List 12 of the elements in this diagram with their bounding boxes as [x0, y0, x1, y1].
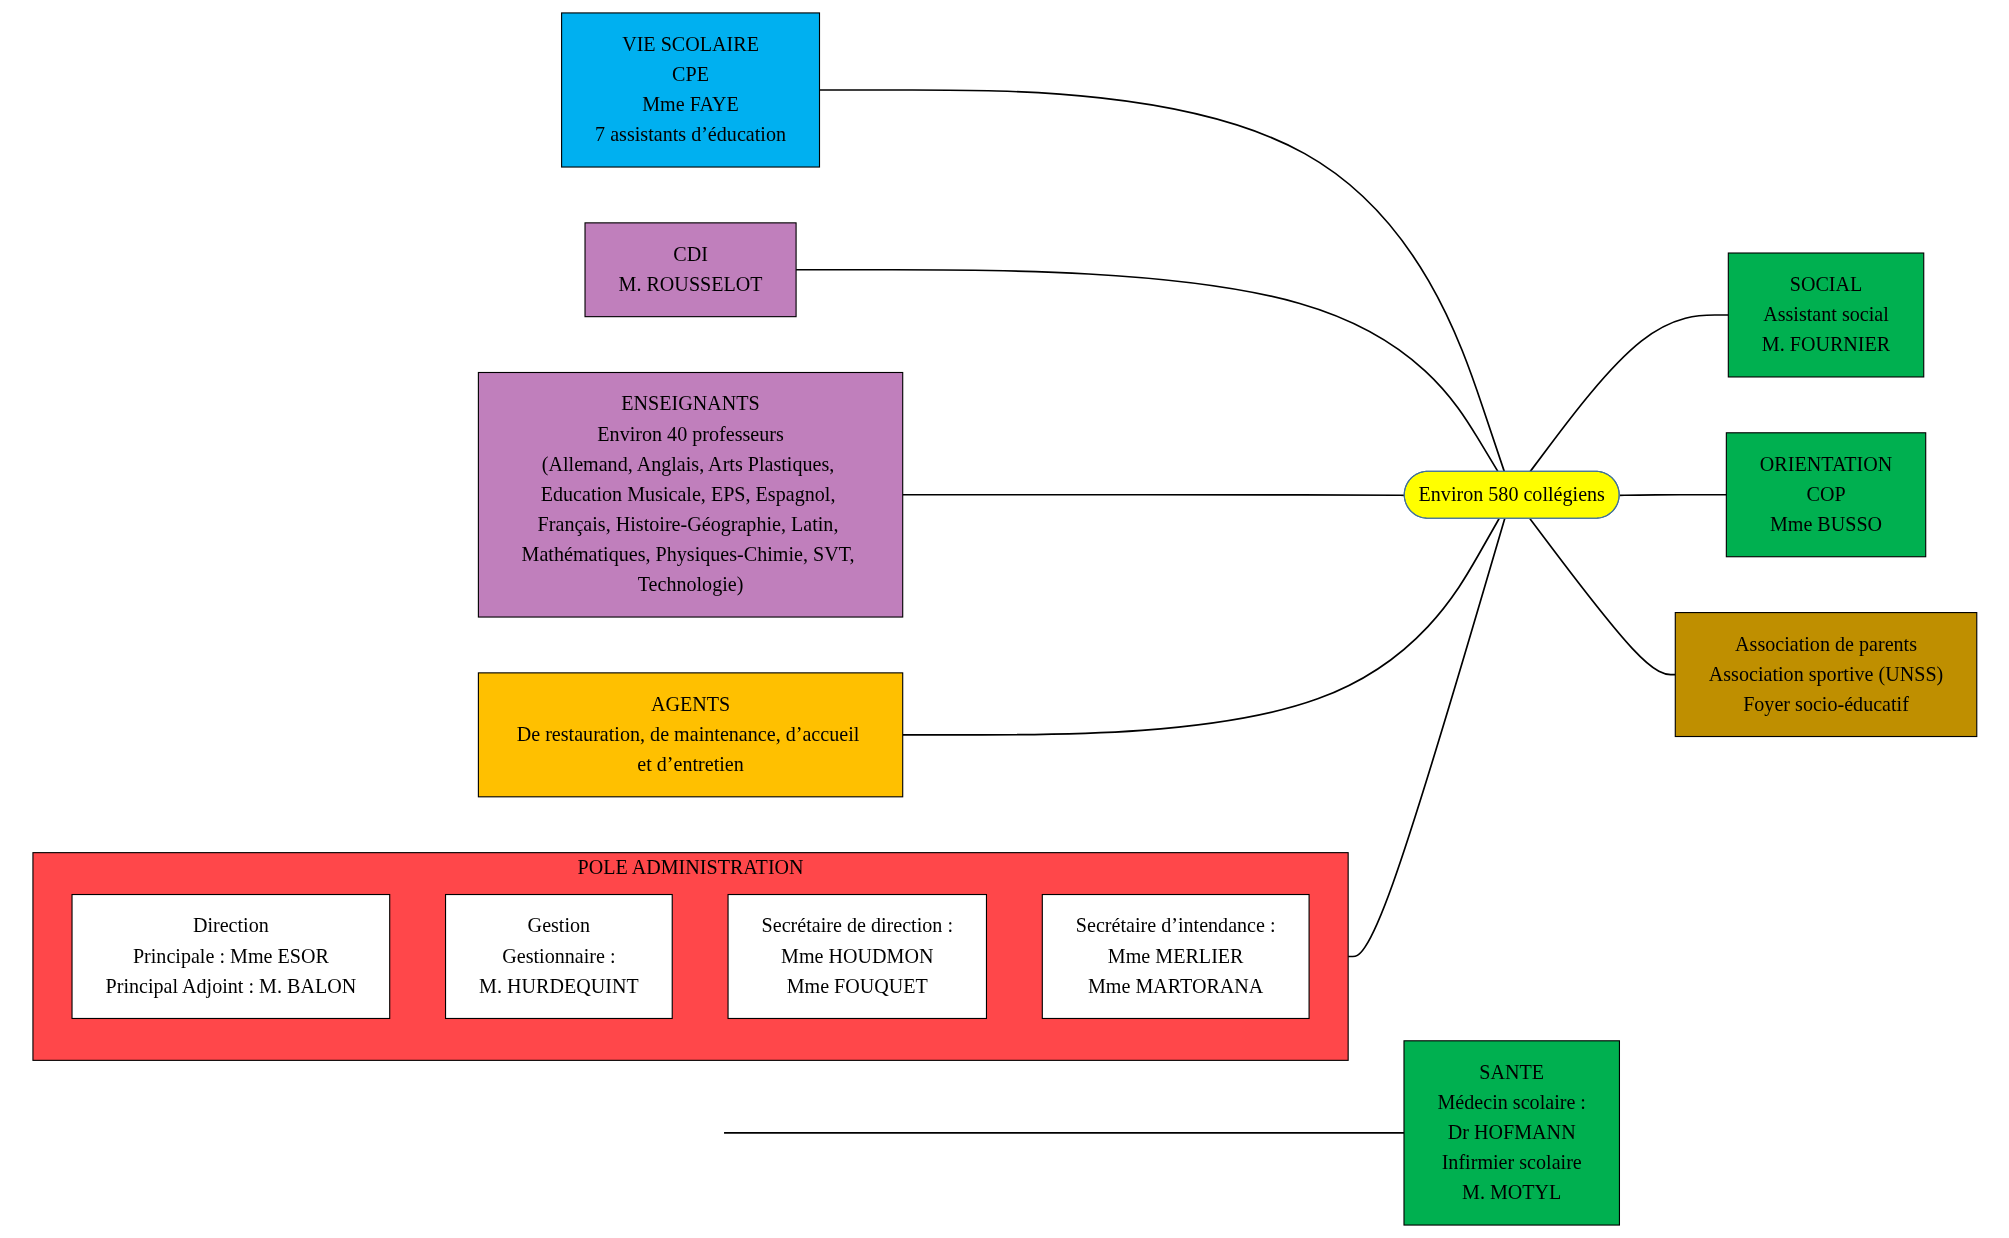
node-box: SOCIAL Assistant social M. FOURNIER	[1727, 252, 1924, 378]
node-box: CDI M. ROUSSELOT	[584, 222, 797, 318]
node-box: ORIENTATION COP Mme BUSSO	[1725, 432, 1926, 558]
node-box: Secrétaire d’intendance : Mme MERLIER Mme MARTORANA	[1041, 893, 1310, 1020]
node-box: ENSEIGNANTS Environ 40 professeurs (Allemand, Anglais, Arts Plastiques, Education Musicale, EPS, Espagnol, Français, Histoire-Géographie, Latin, Mathématiques, Physiques-Chimie, SVT, Technologie)	[477, 371, 903, 618]
node-box: AGENTS De restauration, de maintenance, d’accueil et d’entretien	[477, 672, 903, 798]
node-box: Direction Principale : Mme ESOR Principal Adjoint : M. BALON	[71, 893, 390, 1020]
node-box: VIE SCOLAIRE CPE Mme FAYE 7 assistants d’éducation	[560, 12, 820, 168]
node-box: Association de parents Association sportive (UNSS) Foyer socio-éducatif	[1674, 612, 1977, 738]
node-box: Secrétaire de direction : Mme HOUDMON Mme FOUQUET	[727, 893, 987, 1020]
node-box: SANTE Médecin scolaire : Dr HOFMANN Infirmier scolaire M. MOTYL	[1403, 1040, 1620, 1226]
node-box: Gestion Gestionnaire : M. HURDEQUINT	[444, 893, 673, 1020]
